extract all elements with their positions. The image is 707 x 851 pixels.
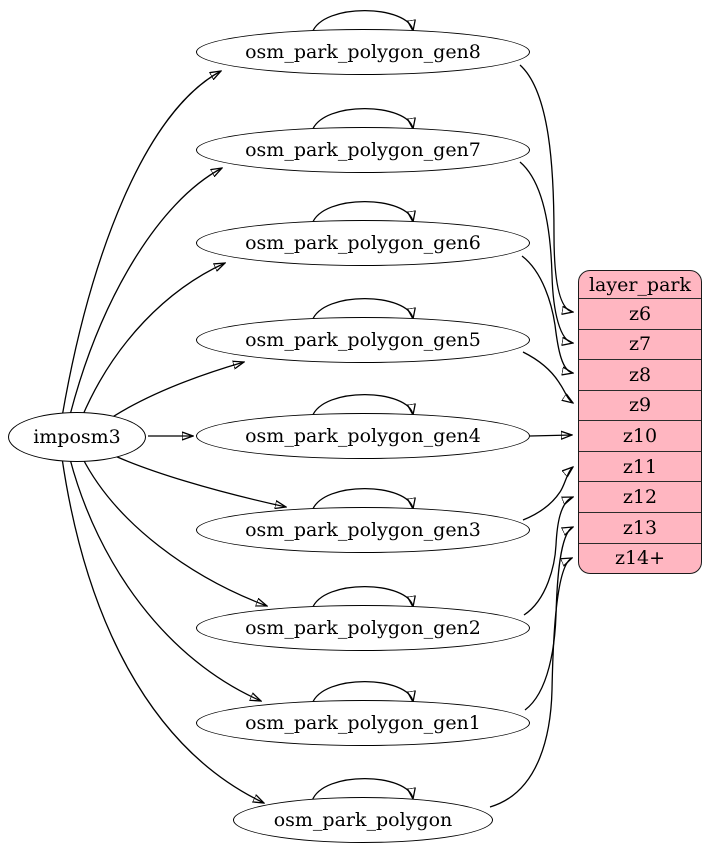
- node-osm-park-polygon: osm_park_polygon: [233, 797, 493, 843]
- edge-imposm3-gen8: [61, 71, 221, 418]
- node-label: osm_park_polygon_gen5: [245, 329, 481, 351]
- layer-park-row-z13: z13: [579, 511, 701, 543]
- node-osm-park-polygon-gen3: osm_park_polygon_gen3: [196, 507, 530, 553]
- node-osm-park-polygon-gen7: osm_park_polygon_gen7: [196, 127, 530, 173]
- node-osm-park-polygon-gen4: osm_park_polygon_gen4: [196, 413, 530, 459]
- node-layer-park: layer_park z6 z7 z8 z9 z10 z11 z12 z13 z…: [578, 270, 702, 574]
- edge-imposm3-gen2: [81, 456, 267, 606]
- self-loop-gen7: [311, 108, 413, 132]
- node-osm-park-polygon-gen5: osm_park_polygon_gen5: [196, 317, 530, 363]
- edge-gen4-z10: [529, 435, 572, 436]
- edge-gen3-z11: [522, 467, 573, 521]
- node-label: osm_park_polygon_gen8: [245, 41, 481, 63]
- node-osm-park-polygon-gen8: osm_park_polygon_gen8: [196, 29, 530, 75]
- edge-imposm3-gen7: [69, 168, 222, 416]
- node-label: osm_park_polygon_gen7: [245, 139, 481, 161]
- node-label: osm_park_polygon_gen2: [245, 617, 481, 639]
- edge-gen2-z12: [523, 497, 573, 616]
- layer-park-row-z12: z12: [579, 481, 701, 512]
- self-loop-gen5: [311, 298, 413, 322]
- layer-park-row-z14plus: z14+: [579, 542, 701, 574]
- layer-park-row-z9: z9: [579, 389, 701, 421]
- node-label: osm_park_polygon_gen4: [245, 425, 481, 447]
- edge-imposm3-gen1: [69, 458, 261, 701]
- layer-park-row-z10: z10: [579, 420, 701, 451]
- edge-gen5-z9: [522, 351, 573, 403]
- node-osm-park-polygon-gen6: osm_park_polygon_gen6: [196, 220, 530, 266]
- edge-imposm3-gen6: [81, 263, 225, 418]
- node-label: osm_park_polygon_gen6: [245, 232, 481, 254]
- layer-park-title: layer_park: [588, 273, 692, 296]
- node-imposm3-label: imposm3: [33, 426, 121, 448]
- self-loop-gen4: [311, 394, 413, 418]
- layer-park-row-z8: z8: [579, 359, 701, 390]
- node-label: osm_park_polygon_gen1: [245, 712, 481, 734]
- node-osm-park-polygon-gen1: osm_park_polygon_gen1: [196, 700, 530, 746]
- self-loop-polygon: [311, 778, 413, 802]
- node-osm-park-polygon-gen2: osm_park_polygon_gen2: [196, 605, 530, 651]
- layer-park-row-z11: z11: [579, 450, 701, 482]
- self-loop-gen6: [311, 201, 413, 225]
- edge-gen6-z8: [521, 255, 573, 373]
- node-label: osm_park_polygon_gen3: [245, 519, 481, 541]
- edge-imposm3-polygon: [61, 457, 264, 803]
- self-loop-gen1: [311, 681, 413, 705]
- edge-imposm3-gen3: [101, 449, 286, 507]
- edge-gen1-z13: [524, 527, 573, 711]
- edge-gen8-z6: [519, 64, 573, 312]
- edge-imposm3-gen5: [101, 362, 244, 425]
- edge-gen7-z7: [519, 161, 573, 343]
- self-loop-gen2: [311, 586, 413, 610]
- layer-park-row-z6: z6: [579, 298, 701, 329]
- self-loop-gen8: [311, 10, 413, 34]
- self-loop-gen3: [311, 488, 413, 512]
- node-label: osm_park_polygon: [273, 809, 453, 831]
- node-imposm3: imposm3: [8, 412, 146, 462]
- layer-park-row-z7: z7: [579, 328, 701, 360]
- edge-polygon-z14: [489, 558, 572, 808]
